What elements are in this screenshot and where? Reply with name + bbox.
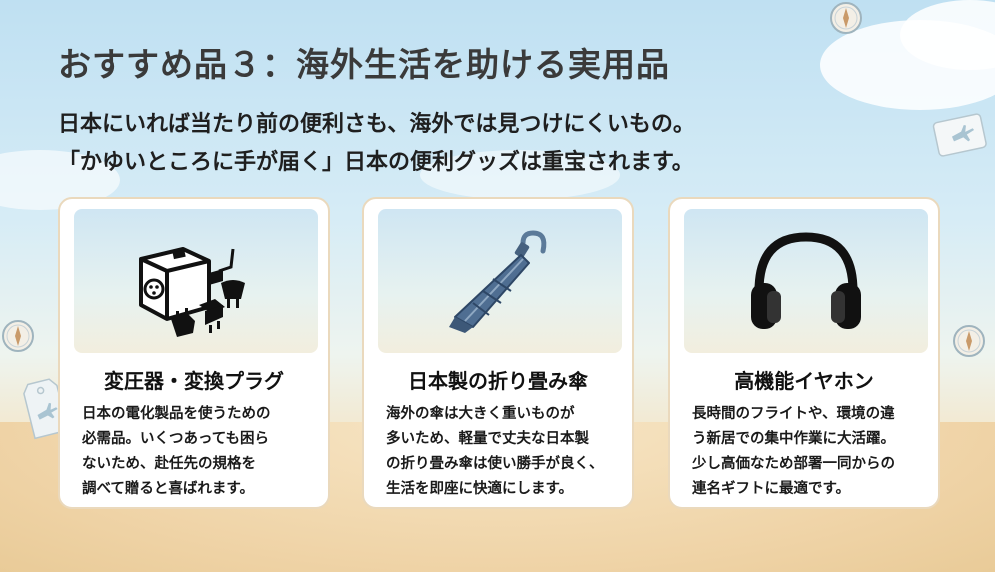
- compass-icon: [830, 2, 862, 34]
- folding-umbrella-icon: [449, 230, 547, 333]
- card-title: 変圧器・変換プラグ: [104, 369, 284, 393]
- compass-icon: [2, 320, 34, 352]
- product-card-folding-umbrella: 日本製の折り畳み傘 海外の傘は大きく重いものが 多いため、軽量で丈夫な日本製 の…: [362, 197, 634, 509]
- headphones-icon: [751, 232, 861, 329]
- card-description: 日本の電化製品を使うための 必需品。いくつあっても困ら ないため、赴任先の規格を…: [82, 406, 271, 497]
- plug-adapter-icon: [139, 247, 245, 337]
- page-title: おすすめ品３：海外生活を助ける実用品: [58, 45, 670, 84]
- card-image: [378, 209, 622, 353]
- product-card-headphones: 高機能イヤホン 長時間のフライトや、環境の違 う新居での集中作業に大活躍。 少し…: [668, 197, 940, 509]
- card-title: 高機能イヤホン: [734, 369, 874, 393]
- card-image: [684, 209, 928, 353]
- card-description: 長時間のフライトや、環境の違 う新居での集中作業に大活躍。 少し高価なため部署一…: [692, 406, 895, 497]
- compass-icon: [953, 325, 985, 357]
- product-card-plug-adapter: 変圧器・変換プラグ 日本の電化製品を使うための 必需品。いくつあっても困ら ない…: [58, 197, 330, 509]
- page-subtitle: 日本にいれば当たり前の便利さも、海外では見つけにくいもの。 「かゆいところに手が…: [58, 112, 695, 175]
- cloud: [420, 150, 620, 200]
- card-title: 日本製の折り畳み傘: [408, 369, 588, 393]
- card-description: 海外の傘は大きく重いものが 多いため、軽量で丈夫な日本製 の折り畳み傘は使い勝手…: [386, 406, 604, 497]
- card-image: [74, 209, 318, 353]
- boarding-pass-icon: [932, 113, 987, 157]
